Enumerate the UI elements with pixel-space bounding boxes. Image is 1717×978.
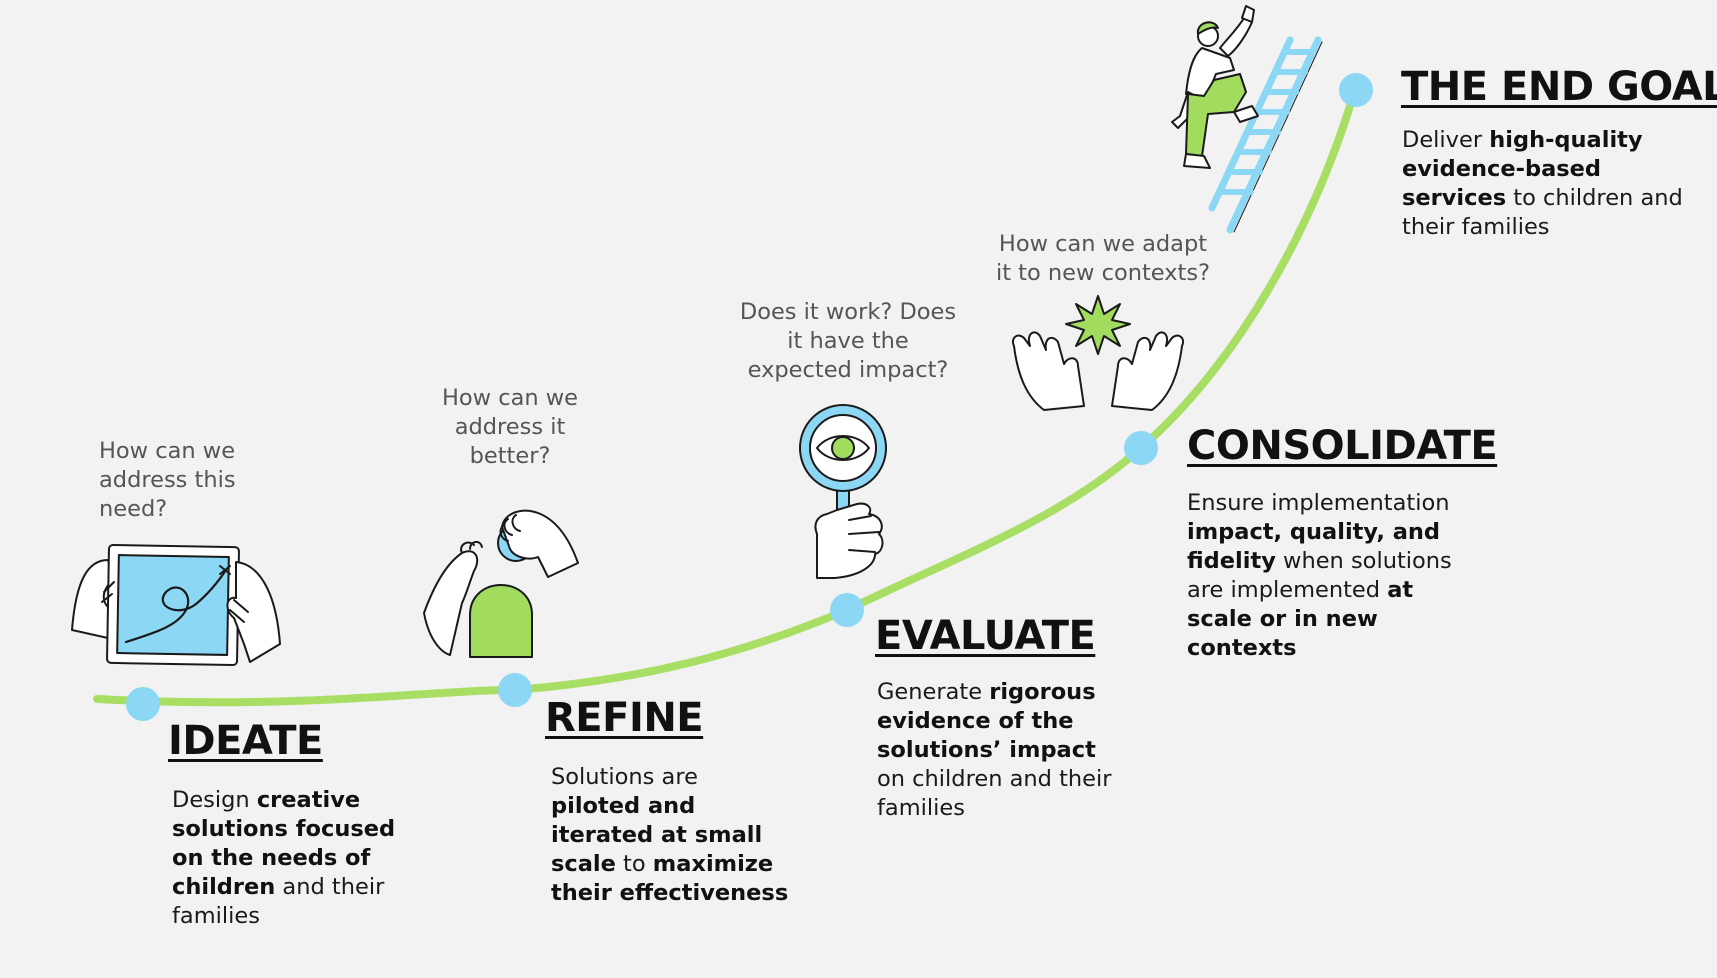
hands-star-icon	[1012, 295, 1184, 411]
consolidate-title: CONSOLIDATE	[1187, 423, 1498, 469]
evaluate-title: EVALUATE	[875, 613, 1096, 659]
end-goal-title: THE END GOAL	[1401, 64, 1717, 110]
consolidate-description: Ensure implementation impact, quality, a…	[1187, 490, 1452, 661]
node-evaluate	[830, 593, 864, 627]
tablet-icon	[71, 543, 281, 667]
ideate-question: How can we address this need?	[99, 438, 236, 522]
magnifier-eye-icon	[799, 404, 887, 579]
consolidate-question: How can we adapt it to new contexts?	[995, 231, 1211, 286]
end-goal-description: Deliver high-quality evidence-based serv…	[1402, 127, 1683, 240]
refine-title: REFINE	[545, 695, 704, 741]
ladder-climber-icon	[1171, 5, 1323, 234]
evaluate-question: Does it work? Does it have the expected …	[739, 299, 957, 383]
refine-question: How can we address it better?	[441, 385, 579, 469]
evaluate-description: Generate rigorous evidence of the soluti…	[877, 679, 1112, 821]
refine-description: Solutions are piloted and iterated at sm…	[551, 764, 789, 906]
hands-refine-icon	[423, 509, 579, 658]
node-refine	[498, 673, 532, 707]
ideate-title: IDEATE	[168, 718, 323, 764]
node-ideate	[126, 687, 160, 721]
ideate-description: Design creative solutions focused on the…	[172, 787, 396, 929]
node-end-goal	[1339, 73, 1373, 107]
node-consolidate	[1124, 431, 1158, 465]
